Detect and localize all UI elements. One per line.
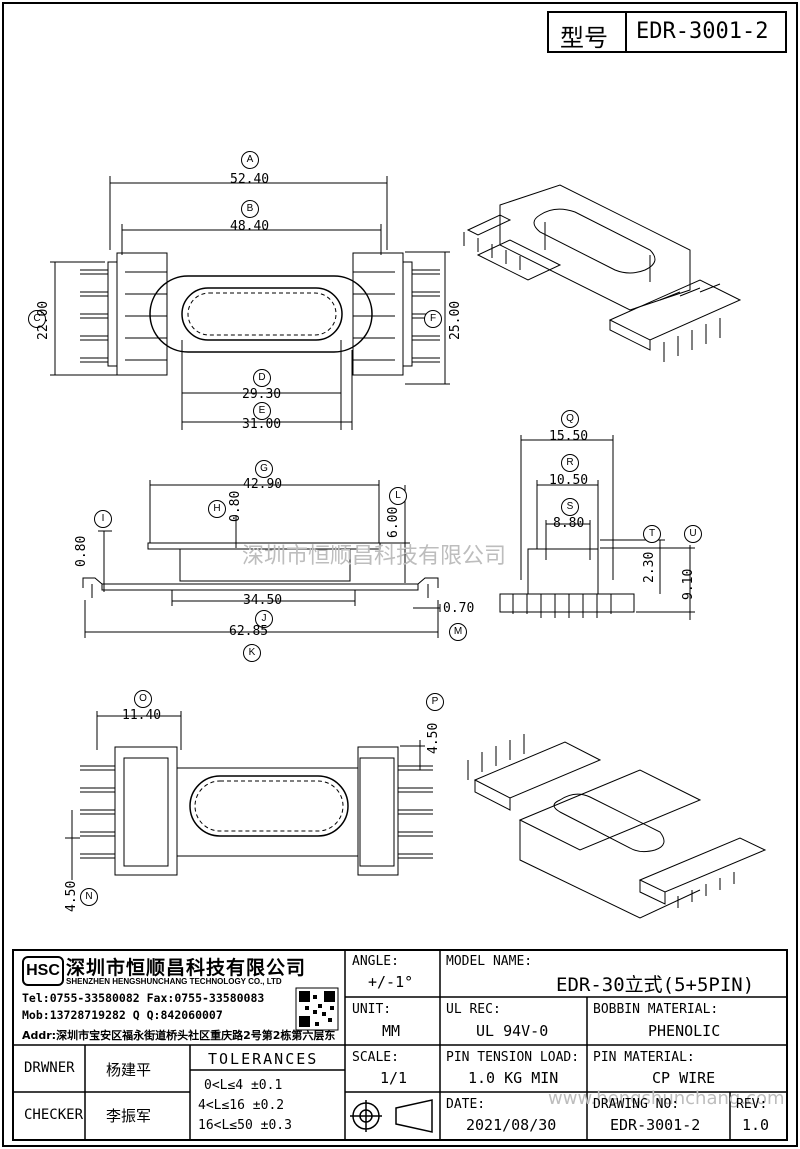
dim-p-value: 4.50 bbox=[426, 722, 441, 754]
dim-b-value: 48.40 bbox=[230, 219, 270, 234]
scale-value: 1/1 bbox=[380, 1069, 408, 1087]
unit-value: MM bbox=[382, 1022, 401, 1040]
qr-code bbox=[295, 987, 339, 1031]
dim-mark-m: M bbox=[449, 623, 467, 641]
dim-l-value: 6.00 bbox=[386, 506, 401, 538]
pin-material-label: PIN MATERIAL: bbox=[593, 1050, 695, 1065]
bobbin-value: PHENOLIC bbox=[648, 1022, 721, 1040]
dim-mark-e: E bbox=[253, 402, 271, 420]
dim-i-value: 0.80 bbox=[74, 535, 89, 567]
date-value: 2021/08/30 bbox=[466, 1116, 557, 1134]
drwner-label: DRWNER bbox=[24, 1060, 75, 1076]
dim-f-value: 25.00 bbox=[448, 300, 463, 340]
dim-d-value: 29.30 bbox=[242, 387, 282, 402]
dim-mark-k: K bbox=[243, 644, 261, 662]
watermark-url: www.hengshunchang.com bbox=[548, 1088, 785, 1109]
tolerance-row-3: 16<L≤50 ±0.3 bbox=[198, 1118, 292, 1133]
model-name-label: MODEL NAME: bbox=[446, 954, 533, 969]
bobbin-label: BOBBIN MATERIAL: bbox=[593, 1002, 719, 1017]
dim-e-value: 31.00 bbox=[242, 417, 282, 432]
top-view bbox=[50, 176, 450, 430]
unit-label: UNIT: bbox=[352, 1002, 392, 1017]
rev-label: REV: bbox=[736, 1097, 768, 1112]
date-label: DATE: bbox=[446, 1097, 486, 1112]
ul-value: UL 94V-0 bbox=[476, 1022, 549, 1040]
dim-mark-p: P bbox=[426, 693, 444, 711]
checker-label: CHECKER bbox=[24, 1107, 84, 1123]
company-logo: HSC bbox=[22, 956, 64, 986]
company-addr: Addr:深圳市宝安区福永街道桥头社区重庆路2号第2栋第六层东 bbox=[22, 1029, 336, 1042]
dim-mark-o: O bbox=[134, 690, 152, 708]
dim-a-value: 52.40 bbox=[230, 172, 270, 187]
drawing-no-value: EDR-3001-2 bbox=[610, 1116, 701, 1134]
ul-label: UL REC: bbox=[446, 1002, 501, 1017]
drawing-no-label: DRAWING NO: bbox=[593, 1097, 680, 1112]
dim-mark-u: U bbox=[684, 525, 702, 543]
dim-mark-s: S bbox=[561, 498, 579, 516]
dim-q-value: 15.50 bbox=[549, 429, 589, 444]
front-view bbox=[82, 480, 441, 638]
dim-mark-l: L bbox=[389, 487, 407, 505]
dim-r-value: 10.50 bbox=[549, 473, 589, 488]
rev-value: 1.0 bbox=[742, 1116, 770, 1134]
dim-mark-b: B bbox=[241, 200, 259, 218]
bottom-view bbox=[65, 711, 433, 880]
dim-mark-q: Q bbox=[561, 410, 579, 428]
dim-k-value: 62.85 bbox=[229, 624, 269, 639]
watermark-company: 深圳市恒顺昌科技有限公司 bbox=[242, 544, 507, 569]
dim-c-value: 22.00 bbox=[36, 300, 51, 340]
dim-h-value: 0.80 bbox=[228, 490, 243, 522]
dim-u-value: 9.10 bbox=[681, 568, 696, 600]
dim-j-value: 34.50 bbox=[243, 593, 283, 608]
iso-view-bottom bbox=[467, 734, 767, 919]
dim-mark-j: J bbox=[255, 610, 273, 628]
dim-mark-h: H bbox=[208, 500, 226, 518]
tolerance-row-1: 0<L≤4 ±0.1 bbox=[204, 1078, 283, 1093]
dim-mark-g: G bbox=[255, 460, 273, 478]
angle-value: +/-1° bbox=[368, 973, 414, 991]
model-number: EDR-3001-2 bbox=[636, 19, 769, 44]
angle-label: ANGLE: bbox=[352, 954, 399, 969]
dim-mark-d: D bbox=[253, 369, 271, 387]
tolerance-row-2: 4<L≤16 ±0.2 bbox=[198, 1098, 285, 1113]
title-block-grid bbox=[12, 11, 788, 1141]
dim-mark-r: R bbox=[561, 454, 579, 472]
checker-value: 李振军 bbox=[106, 1107, 152, 1125]
pin-material-value: CP WIRE bbox=[652, 1069, 716, 1087]
tolerances-label: TOLERANCES bbox=[208, 1050, 319, 1068]
dim-mark-a: A bbox=[241, 151, 259, 169]
pin-tension-value: 1.0 KG MIN bbox=[468, 1069, 559, 1087]
model-label: 型号 bbox=[560, 24, 608, 52]
drwner-value: 杨建平 bbox=[106, 1061, 152, 1079]
dim-mark-c: C bbox=[28, 310, 46, 328]
dim-t-value: 2.30 bbox=[642, 551, 657, 583]
dim-mark-n: N bbox=[80, 888, 98, 906]
company-name-en: SHENZHEN HENGSHUNCHANG TECHNOLOGY CO., L… bbox=[66, 977, 282, 986]
dim-o-value: 11.40 bbox=[122, 708, 162, 723]
dim-mark-i: I bbox=[94, 510, 112, 528]
model-name-value: EDR-30立式(5+5PIN) bbox=[556, 974, 755, 996]
side-view bbox=[499, 435, 695, 620]
dim-m-value: 0.70 bbox=[443, 601, 475, 616]
company-name-cn: 深圳市恒顺昌科技有限公司 bbox=[66, 957, 307, 979]
dim-g-value: 42.90 bbox=[243, 477, 283, 492]
pin-tension-label: PIN TENSION LOAD: bbox=[446, 1050, 580, 1065]
dim-mark-t: T bbox=[643, 525, 661, 543]
scale-label: SCALE: bbox=[352, 1050, 399, 1065]
dim-n-value: 4.50 bbox=[64, 880, 79, 912]
iso-view-top bbox=[463, 184, 742, 362]
dim-mark-f: F bbox=[424, 310, 442, 328]
company-tel: Tel:0755-33580082 Fax:0755-33580083 bbox=[22, 991, 265, 1005]
company-mob: Mob:13728719282 Q Q:842060007 bbox=[22, 1008, 223, 1022]
dim-s-value: 8.80 bbox=[553, 516, 585, 531]
